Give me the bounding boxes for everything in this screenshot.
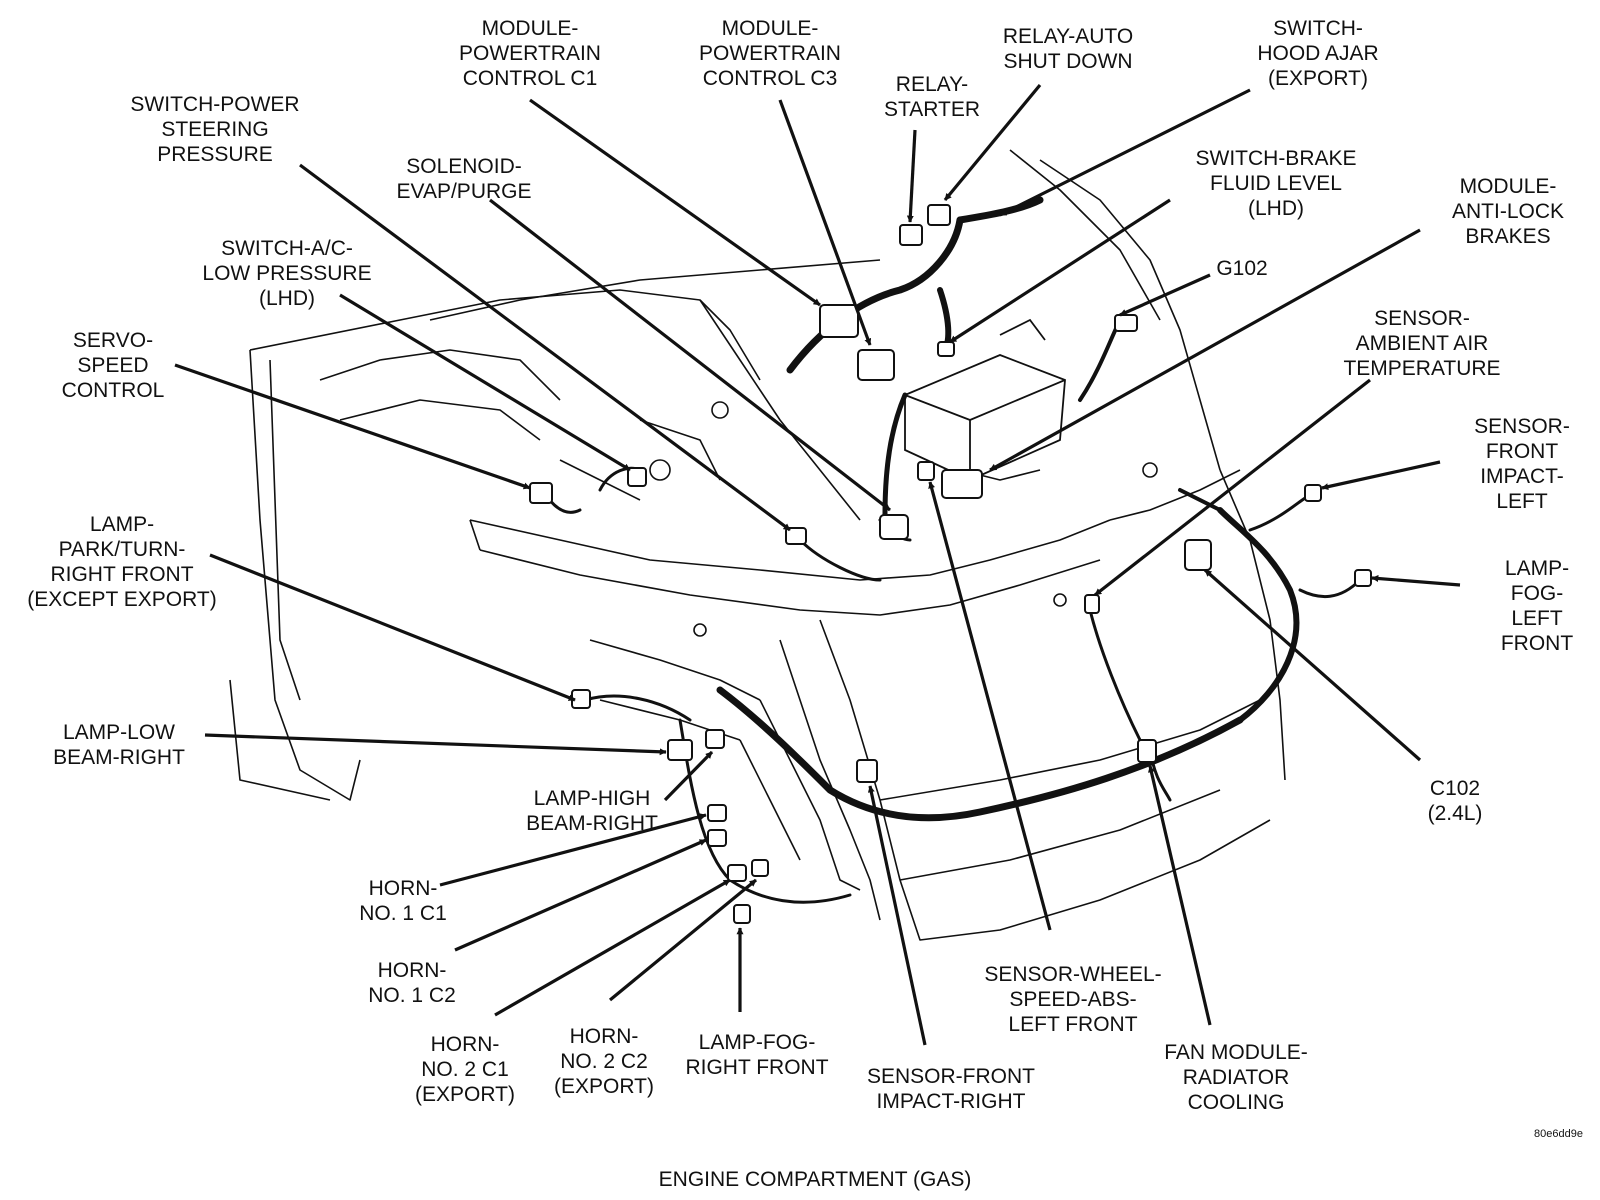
label-solenoid-evap-purge: SOLENOID-EVAP/PURGE <box>396 155 532 203</box>
label-horn-no2-c1: HORN-NO. 2 C1(EXPORT) <box>415 1033 515 1106</box>
connectors <box>529 204 1372 924</box>
label-lamp-fog-right-front: LAMP-FOG-RIGHT FRONT <box>685 1031 829 1079</box>
label-relay-starter: RELAY-STARTER <box>883 73 981 121</box>
label-horn-no1-c2: HORN-NO. 1 C2 <box>368 959 456 1007</box>
label-horn-no2-c2: HORN-NO. 2 C2(EXPORT) <box>554 1025 654 1098</box>
label-horn-no1-c1: HORN-NO. 1 C1 <box>359 877 447 925</box>
label-sensor-wheel-speed-abs-left-front: SENSOR-WHEEL-SPEED-ABS-LEFT FRONT <box>984 963 1162 1036</box>
leader-arrows <box>174 83 1461 1046</box>
figure-caption: ENGINE COMPARTMENT (GAS) <box>658 1168 972 1191</box>
vehicle-body-sketch <box>229 149 1286 941</box>
label-switch-ac-low-pressure: SWITCH-A/C-LOW PRESSURE(LHD) <box>202 237 372 310</box>
power-distribution-center <box>904 318 1066 481</box>
figure-code: 80e6dd9e <box>1534 1128 1583 1140</box>
label-g102: G102 <box>1216 257 1268 280</box>
label-c102: C102(2.4L) <box>1427 777 1483 825</box>
label-switch-hood-ajar: SWITCH-HOOD AJAR(EXPORT) <box>1257 17 1379 90</box>
label-lamp-park-turn-right-front: LAMP-PARK/TURN-RIGHT FRONT(EXCEPT EXPORT… <box>27 513 217 611</box>
